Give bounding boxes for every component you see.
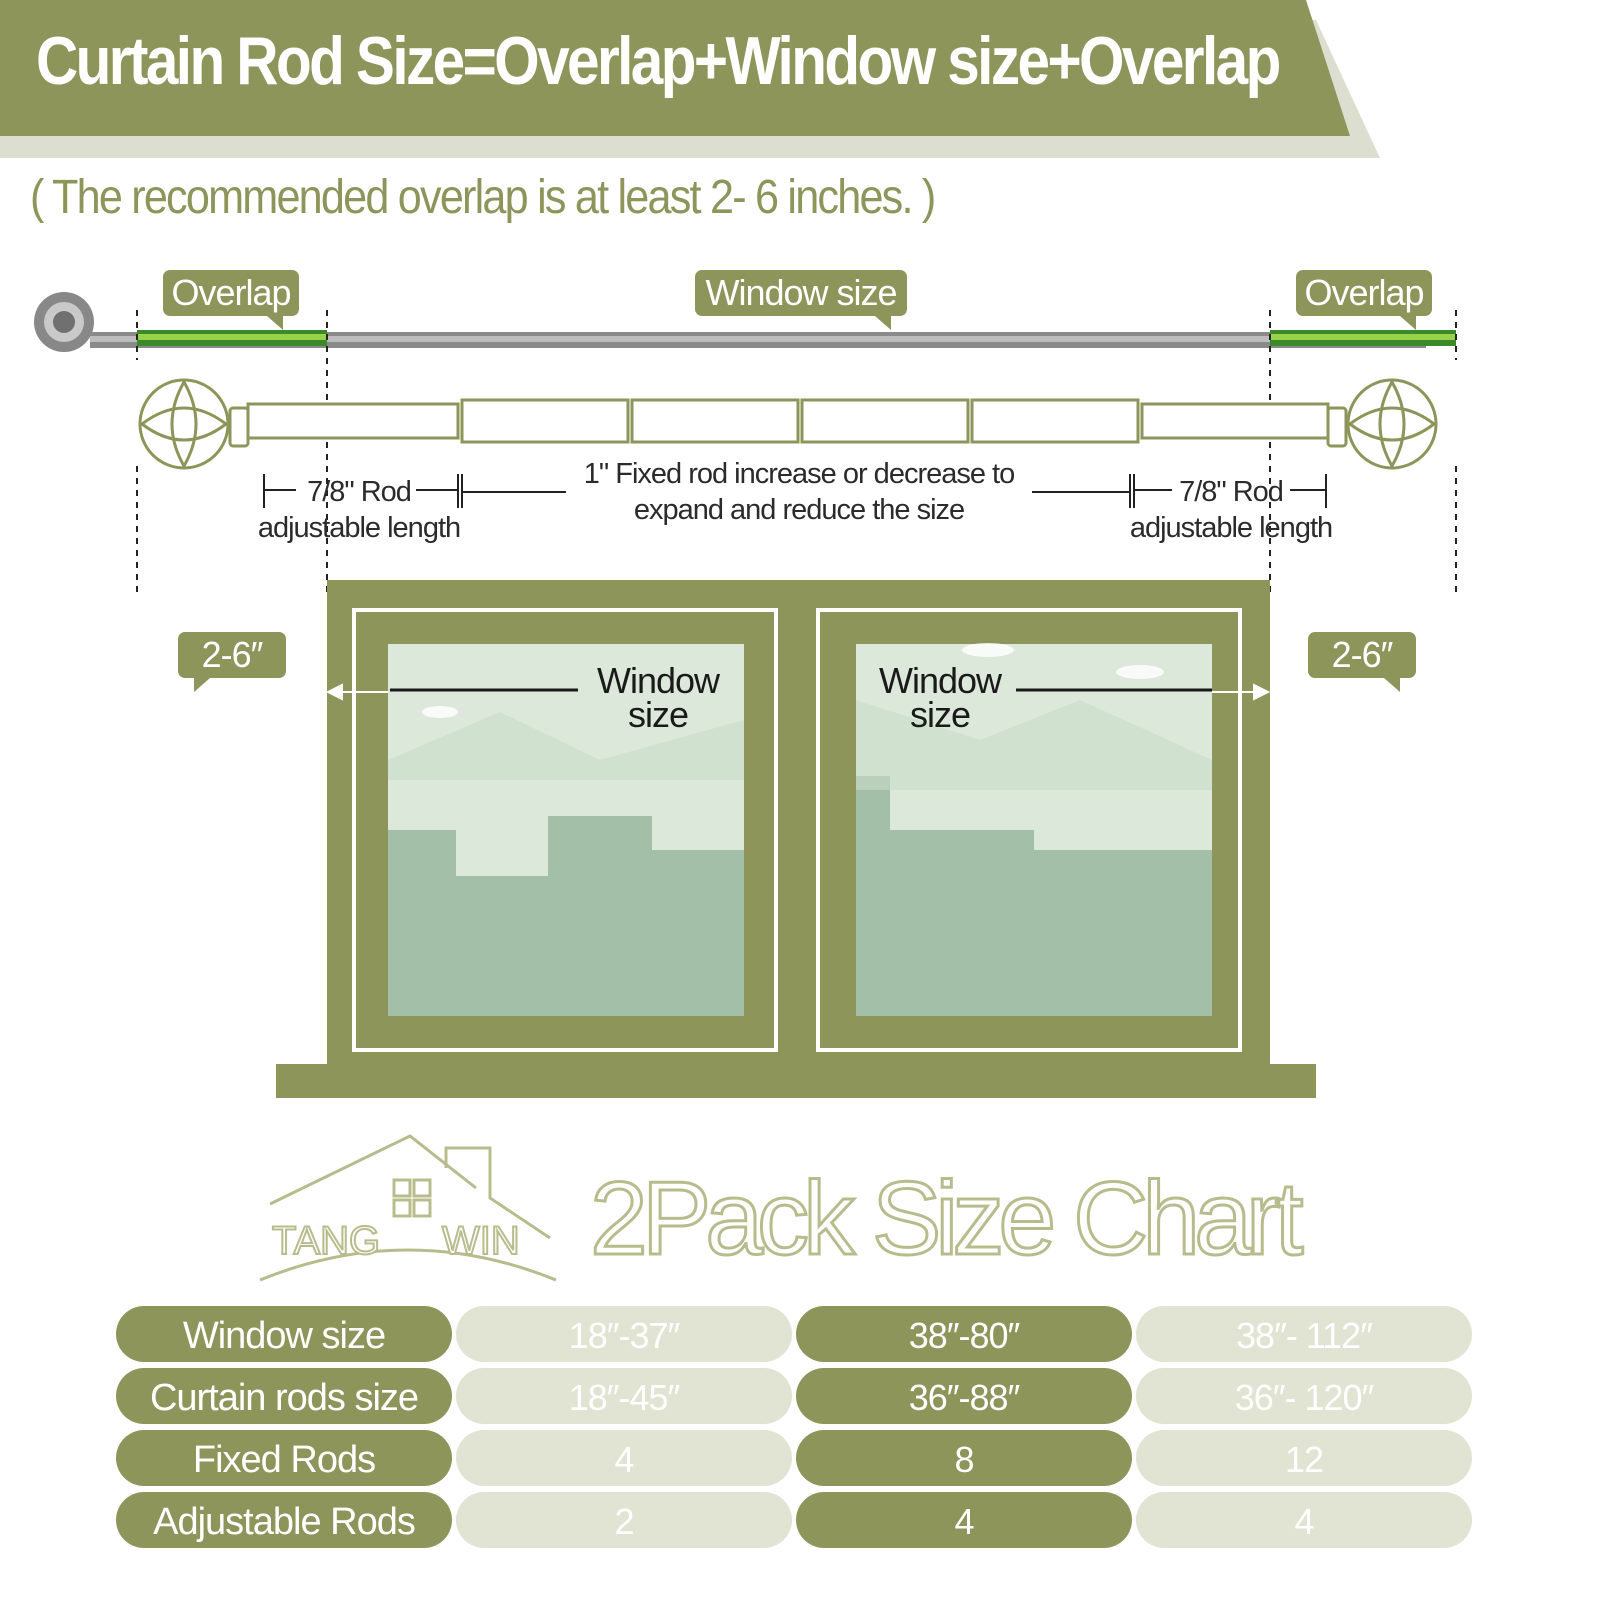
cell-window-size-col2: 38″-80″: [796, 1306, 1132, 1362]
overlap-arrows: [325, 683, 1271, 701]
cell-fixed-rods-col2: 8: [796, 1430, 1132, 1486]
curtain-rod-icon: [228, 398, 1348, 448]
cell-rods-size-col3: 36″- 120″: [1136, 1368, 1472, 1424]
finial-left-icon: [138, 378, 230, 470]
right-adjustable-line1: 7/8" Rod: [1179, 476, 1284, 508]
logo-text-right: WIN: [442, 1219, 520, 1263]
finial-right-icon: [1346, 378, 1438, 470]
house-icon: [259, 1134, 557, 1282]
cell-adjustable-rods-col2: 4: [796, 1492, 1132, 1548]
fixed-rod-line2: expand and reduce the size: [633, 494, 965, 526]
tangwin-logo: TANG WIN: [259, 1134, 557, 1282]
guide-lines: [136, 310, 1457, 596]
overlap-segment-left: [137, 330, 327, 346]
left-overlap-size-tag: 2-6″: [178, 632, 286, 692]
cell-adjustable-rods-col3: 4: [1136, 1492, 1472, 1548]
left-adjustable-rod-label: 7/8" Rod adjustable length: [244, 474, 474, 546]
cell-fixed-rods-col3: 12: [1136, 1430, 1472, 1486]
right-window-label-line1: Window: [878, 660, 1002, 701]
cell-rods-size-col1: 18″-45″: [456, 1368, 792, 1424]
curtain-rod-diagram: [34, 292, 1457, 1098]
page-title: Curtain Rod Size=Overlap+Window size+Ove…: [36, 23, 1281, 99]
overlap-left-tag: Overlap: [163, 270, 299, 330]
left-adjustable-line2: adjustable length: [257, 512, 461, 544]
overlap-right-tag: Overlap: [1296, 270, 1432, 330]
window-size-tag: Window size: [695, 270, 907, 330]
left-window-label-line2: size: [627, 694, 689, 735]
overlap-recommendation: ( The recommended overlap is at least 2-…: [30, 171, 936, 224]
left-window-label-line1: Window: [596, 660, 720, 701]
right-adjustable-rod-label: 7/8" Rod adjustable length: [1116, 474, 1346, 546]
header-banner: [0, 0, 1350, 136]
cell-window-size-col1: 18″-37″: [456, 1306, 792, 1362]
left-adjustable-line1: 7/8" Rod: [307, 476, 412, 508]
dimension-lines: [263, 474, 1327, 508]
cell-rods-size-col2: 36″-88″: [796, 1368, 1132, 1424]
window-illustration: [276, 580, 1316, 1098]
row-label-window-size: Window size: [116, 1306, 452, 1362]
right-window-label-line2: size: [909, 694, 971, 735]
overlap-segment-right: [1270, 330, 1456, 346]
measuring-tape-icon: [34, 292, 1426, 352]
right-window-size-label: Window size: [872, 660, 1008, 735]
size-chart-title: 2Pack Size Chart: [588, 1160, 1304, 1279]
left-window-size-label: Window size: [590, 660, 726, 735]
logo-text-left: TANG: [272, 1219, 380, 1263]
row-label-curtain-rods-size: Curtain rods size: [116, 1368, 452, 1424]
row-label-fixed-rods: Fixed Rods: [116, 1430, 452, 1486]
fixed-rod-line1: 1" Fixed rod increase or decrease to: [583, 458, 1015, 490]
fixed-rod-label: 1" Fixed rod increase or decrease to exp…: [566, 456, 1032, 528]
right-adjustable-line2: adjustable length: [1129, 512, 1333, 544]
cell-adjustable-rods-col1: 2: [456, 1492, 792, 1548]
cell-window-size-col3: 38″- 112″: [1136, 1306, 1472, 1362]
cell-fixed-rods-col1: 4: [456, 1430, 792, 1486]
right-overlap-size-tag: 2-6″: [1308, 632, 1416, 692]
row-label-adjustable-rods: Adjustable Rods: [116, 1492, 452, 1548]
